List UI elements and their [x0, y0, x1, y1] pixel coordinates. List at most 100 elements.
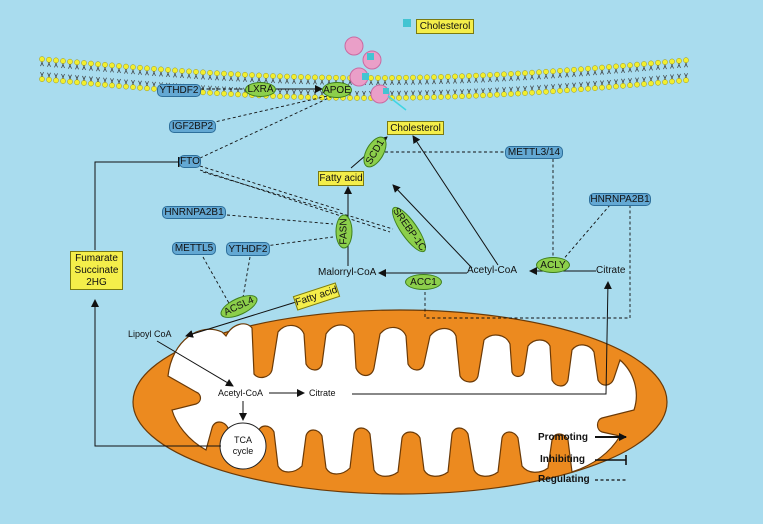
lipid-head — [676, 58, 682, 64]
lipid-head — [683, 77, 689, 84]
lipid-head — [228, 71, 234, 77]
citrate-mito-label: Citrate — [309, 388, 336, 398]
lipid-head — [277, 93, 283, 100]
lipid-head — [599, 84, 605, 91]
lipid-head — [277, 73, 283, 80]
lipid-head — [683, 57, 689, 64]
lipid-head — [165, 67, 171, 73]
lipid-head — [368, 75, 374, 81]
malonyl-coa-label: Malorryl-CoA — [318, 267, 377, 278]
mettl5-node: METTL5 — [172, 242, 216, 255]
lipid-head — [466, 93, 472, 99]
lipid-head — [228, 91, 234, 97]
lipid-head — [410, 74, 416, 81]
lipid-head — [207, 89, 213, 96]
lipid-head — [242, 71, 248, 78]
lipid-head — [319, 74, 325, 81]
fumarate-label: Fumarate — [75, 252, 118, 264]
lipid-head — [109, 62, 115, 69]
lipid-head — [627, 62, 633, 69]
lipid-head — [571, 66, 577, 73]
igf2bp2-label: IGF2BP2 — [171, 121, 214, 132]
lipid-head — [81, 80, 87, 86]
legend-regulating: Regulating — [538, 474, 590, 485]
lipid-head — [284, 93, 290, 100]
lipid-head — [627, 82, 633, 89]
lipoyl-coa-label: Lipoyl CoA — [128, 329, 172, 339]
ythdf2-low-node: YTHDF2 — [226, 242, 270, 256]
lipid-head — [438, 74, 444, 80]
lipid-head — [396, 95, 402, 101]
acetyl-coa-mito-label: Acetyl-CoA — [218, 388, 264, 398]
tca-label: TCA — [234, 435, 252, 445]
lipid-head — [144, 85, 150, 92]
lipid-head — [123, 83, 129, 90]
lipid-head — [172, 67, 178, 74]
fumarate-succinate-2hg-box: Fumarate Succinate 2HG — [70, 251, 123, 290]
hnrnpa2b1-right-node: HNRNPA2B1 — [589, 193, 651, 206]
lipid-head — [214, 70, 220, 77]
lipid-head — [298, 94, 304, 100]
lipid-head — [46, 76, 52, 83]
lipid-head — [291, 73, 297, 80]
lipid-head — [221, 90, 227, 97]
lipid-head — [424, 94, 430, 101]
lipid-head — [46, 56, 52, 63]
lipid-head — [620, 83, 626, 89]
lipid-head — [88, 80, 94, 87]
lipid-head — [599, 64, 605, 71]
lipid-head — [207, 69, 213, 76]
lipid-head — [326, 74, 332, 81]
lipid-head — [235, 71, 241, 78]
legend-marks — [595, 433, 627, 481]
cholesterol-top-box: Cholesterol — [416, 19, 474, 34]
lipid-head — [648, 60, 654, 67]
lipid-head — [662, 59, 668, 65]
lipid-head — [501, 71, 507, 78]
lipid-head — [459, 73, 465, 80]
lipid-head — [291, 93, 297, 100]
mettl5-label: METTL5 — [174, 243, 214, 254]
lipid-head — [564, 87, 570, 94]
lipid-head — [39, 56, 45, 62]
lipid-head — [613, 83, 619, 90]
regulating-lines — [199, 88, 631, 319]
tca-cycle-label: TCA cycle — [230, 435, 256, 457]
lipid-head — [130, 64, 136, 70]
lipid-head — [270, 73, 276, 79]
lipid-head — [606, 84, 612, 90]
lipid-head — [529, 89, 535, 96]
apoe-label: APOE — [323, 84, 351, 96]
lipid-head — [221, 70, 227, 77]
lipid-head — [179, 68, 185, 74]
succinate-label: Succinate — [74, 264, 119, 276]
lipid-head — [102, 61, 108, 68]
lipid-head — [424, 74, 430, 81]
lipid-head — [522, 70, 528, 76]
hnrnpa2b1-left-node: HNRNPA2B1 — [162, 206, 226, 219]
lipid-head — [515, 70, 521, 77]
lipid-head — [452, 93, 458, 100]
igf2bp2-node: IGF2BP2 — [169, 120, 216, 133]
fatty-acid-top-label: Fatty acid — [319, 173, 363, 184]
lipid-head — [214, 90, 220, 97]
lipid-head — [557, 67, 563, 74]
lipid-head — [543, 88, 549, 95]
lipid-head — [410, 94, 416, 101]
citrate-top-label: Citrate — [596, 265, 626, 276]
lipid-head — [347, 95, 353, 101]
lipid-head — [116, 83, 122, 89]
inhibiting-line — [94, 157, 180, 250]
fasn-node: FASN — [335, 214, 353, 249]
lipid-head — [417, 74, 423, 81]
lipid-head — [403, 74, 409, 81]
lipid-head — [669, 78, 675, 85]
lipid-head — [298, 74, 304, 80]
lipid-head — [676, 78, 682, 84]
lipid-head — [312, 74, 318, 81]
lipid-head — [116, 63, 122, 69]
lipid-head — [200, 69, 206, 76]
lipid-head — [431, 94, 437, 100]
lipid-head — [585, 65, 591, 72]
lipid-head — [438, 94, 444, 100]
